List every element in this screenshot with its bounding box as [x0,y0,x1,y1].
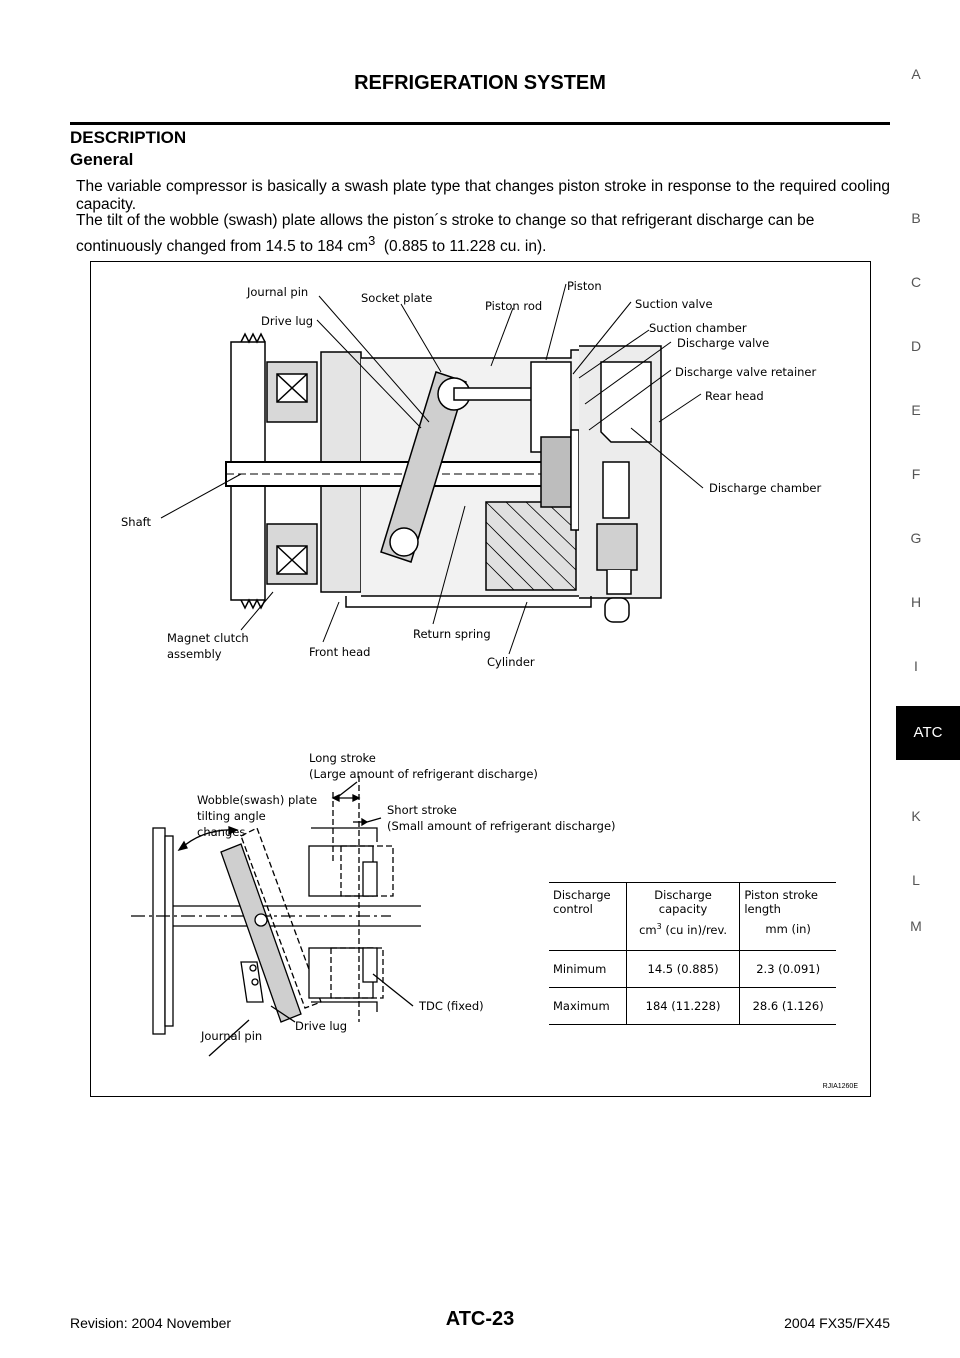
table-row: Maximum 184 (11.228) 28.6 (1.126) [549,987,836,1025]
table-header-capacity: Discharge capacity cm3 (cu in)/rev. [625,882,740,951]
header-col2-line1: Discharge [654,888,712,902]
footer-revision: Revision: 2004 November [70,1315,232,1331]
header-col2-unit: cm3 (cu in)/rev. [631,922,735,937]
side-index-letter: H [910,594,922,610]
table-header-control: Discharge control [549,882,627,951]
body-paragraph-3-sup: 3 [368,233,376,248]
label-discharge-valve: Discharge valve [677,336,769,350]
label-journal-pin: Journal pin [246,285,308,299]
body-paragraph-2: The tilt of the wobble (swash) plate all… [76,212,815,229]
side-index-letter: B [911,210,921,226]
stroke-diagram [131,776,421,1057]
label-suction-valve: Suction valve [635,297,713,311]
header-col3-line1: Piston stroke [744,888,819,902]
table-row: Minimum 14.5 (0.885) 2.3 (0.091) [549,950,836,988]
table-cell-capacity: 14.5 (0.885) [625,950,740,988]
header-col2-line2: capacity [658,902,708,916]
page-title: REFRIGERATION SYSTEM [354,72,606,94]
label-tdc: TDC (fixed) [418,999,484,1013]
footer-page-number: ATC-23 [445,1308,515,1330]
label-socket-plate: Socket plate [361,291,432,305]
table-cell-stroke: 28.6 (1.126) [739,987,836,1025]
body-paragraph-3-a: continuously changed from 14.5 to 184 cm [76,238,369,256]
figure-id: RJIA1260E [822,1083,858,1090]
label-magnet-clutch-1: Magnet clutch [167,631,249,645]
label-shaft: Shaft [121,515,151,529]
table-cell-capacity: 184 (11.228) [625,987,740,1025]
header-col1-line2: control [553,902,593,916]
header-col2-unit-sup: 3 [656,922,662,931]
side-index-letter: D [910,338,922,354]
side-index-letter: M [910,918,922,934]
section-index-tabs: A B C D E F G H I K L M ATC [896,0,960,1358]
label-piston: Piston [567,279,602,293]
section-heading: DESCRIPTION [70,128,187,147]
upper-leader-lines [160,283,704,655]
header-col2-unit-b: (cu in)/rev. [661,922,728,937]
header-col2-unit-a: cm [639,922,657,937]
side-index-letter: E [911,402,921,418]
label-long-stroke-2: (Large amount of refrigerant discharge) [309,767,538,781]
side-index-letter: A [911,66,921,82]
table-cell-control: Maximum [549,987,627,1025]
side-index-letter: L [912,872,920,888]
label-drive-lug-lower: Drive lug [295,1019,347,1033]
table-cell-control: Minimum [549,950,627,988]
label-rear-head: Rear head [705,389,764,403]
table-header-row: Discharge control Discharge capacity cm3… [549,882,836,951]
compressor-cross-section [225,332,662,623]
label-discharge-valve-retainer: Discharge valve retainer [675,365,817,379]
header-col1-line1: Discharge [553,888,611,902]
side-index-active-tab: ATC [896,706,960,760]
label-piston-rod: Piston rod [485,299,542,313]
label-return-spring: Return spring [413,627,491,641]
label-wobble-3: changes [197,825,245,839]
title-rule [70,122,890,125]
side-index-letter: C [910,274,922,290]
label-cylinder: Cylinder [487,655,535,669]
label-long-stroke-1: Long stroke [309,751,376,765]
label-wobble-1: Wobble(swash) plate [197,793,317,807]
body-paragraph-1: The variable compressor is basically a s… [76,178,890,213]
side-index-letter: I [914,658,918,674]
table-cell-stroke: 2.3 (0.091) [739,950,836,988]
label-wobble-2: tilting angle [197,809,266,823]
label-short-stroke-2: (Small amount of refrigerant discharge) [387,819,616,833]
compressor-illustration: Journal pin Socket plate Piston rod Pist… [121,279,821,1057]
label-magnet-clutch-2: assembly [167,647,222,661]
header-col3-line2: length [744,902,781,916]
label-suction-chamber: Suction chamber [649,321,747,335]
footer-model: 2004 FX35/FX45 [784,1315,890,1331]
label-front-head: Front head [309,645,370,659]
label-discharge-chamber: Discharge chamber [709,481,821,495]
side-index-letter: K [911,808,921,824]
header-col3-unit: mm (in) [765,922,811,936]
label-journal-pin-lower: Journal pin [200,1029,262,1043]
body-paragraph-3-b: (0.885 to 11.228 cu. in). [375,238,547,256]
compressor-figure: Journal pin Socket plate Piston rod Pist… [90,261,871,1097]
table-header-stroke: Piston stroke length mm (in) [739,882,836,951]
sub-heading: General [70,150,134,169]
side-index-letter: G [910,530,922,546]
discharge-spec-table: Discharge control Discharge capacity cm3… [549,882,836,1025]
label-drive-lug: Drive lug [261,314,313,328]
label-short-stroke-1: Short stroke [387,803,457,817]
side-index-letter: F [911,466,921,482]
body-paragraph-3: continuously changed from 14.5 to 184 cm… [76,232,890,256]
